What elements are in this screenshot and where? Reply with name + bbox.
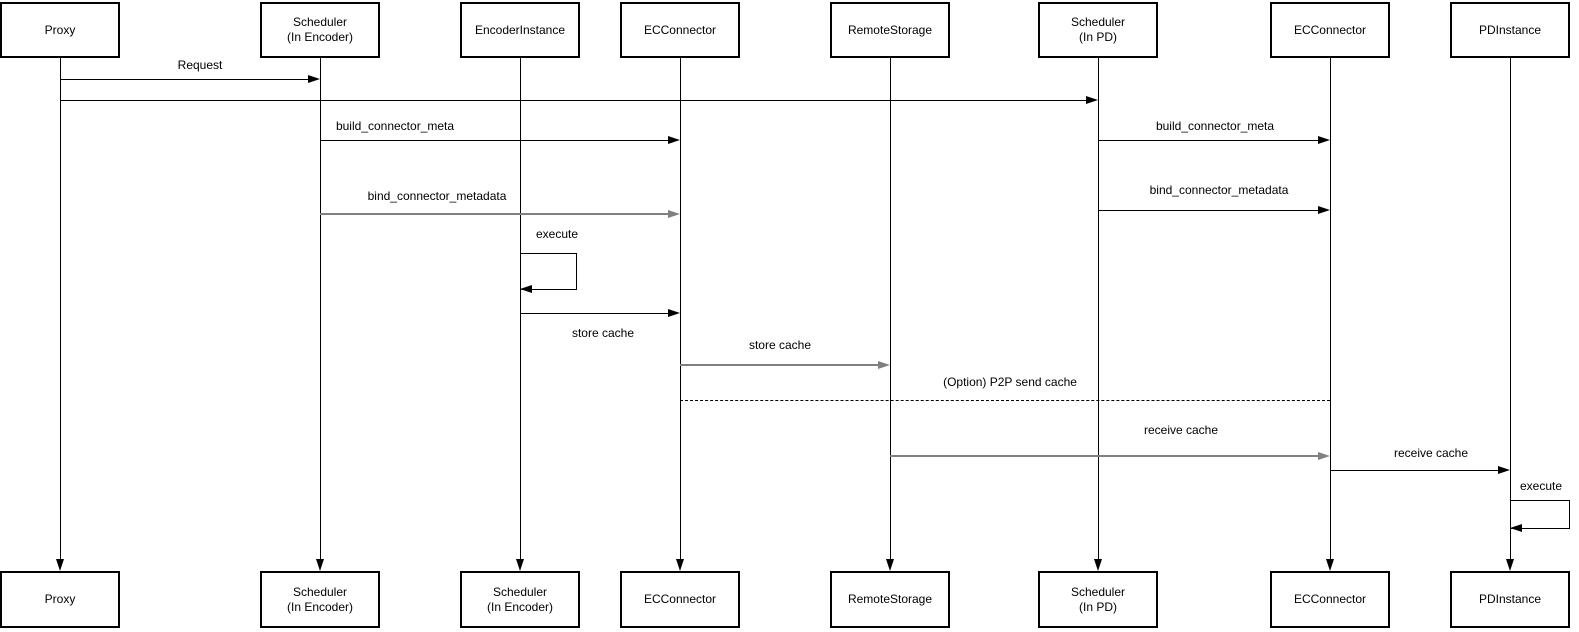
participant-bottom-proxy: Proxy <box>0 571 120 628</box>
participant-bottom-remote-storage: RemoteStorage <box>830 571 950 628</box>
message-arrowhead-encoder-store-cache <box>668 309 680 317</box>
message-label-receive-cache-pd: receive cache <box>1392 446 1470 460</box>
participant-bottom-ecconnector-encoder: ECConnector <box>620 571 740 628</box>
lifeline-pd-instance <box>1510 58 1511 559</box>
participant-top-ecconnector-encoder: ECConnector <box>620 2 740 58</box>
message-line-receive-cache-pd <box>1330 470 1500 471</box>
message-line-request <box>60 79 310 80</box>
self-message-loop-execute-encoder <box>520 253 577 290</box>
lifeline-arrow-proxy <box>56 559 64 571</box>
message-label-bind-connector-metadata-pd: bind_connector_metadata <box>1148 183 1290 197</box>
message-arrowhead-build-connector-meta-encoder <box>668 136 680 144</box>
participant-top-proxy: Proxy <box>0 2 120 58</box>
message-label-store-cache-remote: store cache <box>747 338 813 352</box>
self-message-loop-execute-pd <box>1510 500 1570 529</box>
lifeline-encoder-instance <box>520 58 521 559</box>
message-label-encoder-store-cache: store cache <box>570 326 636 340</box>
message-line-p2p-send-cache <box>680 400 1330 401</box>
lifeline-ecconnector-pd <box>1330 58 1331 559</box>
lifeline-arrow-encoder-instance <box>516 559 524 571</box>
lifeline-arrow-ecconnector-pd <box>1326 559 1334 571</box>
self-message-arrowhead-execute-pd <box>1510 524 1522 532</box>
message-arrowhead-request <box>308 75 320 83</box>
participant-bottom-scheduler-encoder: Scheduler (In Encoder) <box>260 571 380 628</box>
participant-bottom-scheduler-pd: Scheduler (In PD) <box>1038 571 1158 628</box>
participant-bottom-encoder-instance: Scheduler (In Encoder) <box>460 571 580 628</box>
message-label-request: Request <box>176 58 224 72</box>
message-arrowhead-build-connector-meta-pd <box>1318 136 1330 144</box>
lifeline-arrow-scheduler-pd <box>1094 559 1102 571</box>
message-line-receive-cache-remote <box>890 455 1320 457</box>
participant-bottom-ecconnector-pd: ECConnector <box>1270 571 1390 628</box>
self-message-label-execute-pd: execute <box>1518 479 1564 493</box>
message-label-p2p-send-cache: (Option) P2P send cache <box>942 375 1078 389</box>
message-label-build-connector-meta-encoder: build_connector_meta <box>334 119 456 133</box>
participant-top-pd-instance: PDInstance <box>1450 2 1570 58</box>
message-arrowhead-proxy-to-scheduler-pd <box>1086 96 1098 104</box>
message-arrowhead-receive-cache-pd <box>1498 466 1510 474</box>
participant-top-ecconnector-pd: ECConnector <box>1270 2 1390 58</box>
message-line-bind-connector-metadata-pd <box>1098 210 1320 211</box>
participant-top-encoder-instance: EncoderInstance <box>460 2 580 58</box>
message-arrowhead-receive-cache-remote <box>1318 452 1330 460</box>
message-line-encoder-store-cache <box>520 313 670 314</box>
message-label-receive-cache-remote: receive cache <box>1142 423 1220 437</box>
lifeline-arrow-scheduler-encoder <box>316 559 324 571</box>
lifeline-arrow-pd-instance <box>1506 559 1514 571</box>
lifeline-arrow-ecconnector-encoder <box>676 559 684 571</box>
message-line-build-connector-meta-pd <box>1098 140 1320 141</box>
message-line-bind-connector-metadata-encoder <box>320 213 670 215</box>
lifeline-scheduler-encoder <box>320 58 321 559</box>
message-label-build-connector-meta-pd: build_connector_meta <box>1154 119 1276 133</box>
message-line-proxy-to-scheduler-pd <box>60 100 1088 101</box>
participant-top-remote-storage: RemoteStorage <box>830 2 950 58</box>
participant-top-scheduler-encoder: Scheduler (In Encoder) <box>260 2 380 58</box>
lifeline-arrow-remote-storage <box>886 559 894 571</box>
message-line-store-cache-remote <box>680 364 880 366</box>
message-arrowhead-store-cache-remote <box>878 361 890 369</box>
participant-bottom-pd-instance: PDInstance <box>1450 571 1570 628</box>
lifeline-ecconnector-encoder <box>680 58 681 559</box>
lifeline-scheduler-pd <box>1098 58 1099 559</box>
message-label-bind-connector-metadata-encoder: bind_connector_metadata <box>366 189 508 203</box>
self-message-label-execute-encoder: execute <box>534 227 580 241</box>
lifeline-remote-storage <box>890 58 891 559</box>
self-message-arrowhead-execute-encoder <box>520 285 532 293</box>
message-arrowhead-bind-connector-metadata-encoder <box>668 210 680 218</box>
message-line-build-connector-meta-encoder <box>320 140 670 141</box>
lifeline-proxy <box>60 58 61 559</box>
message-arrowhead-bind-connector-metadata-pd <box>1318 206 1330 214</box>
participant-top-scheduler-pd: Scheduler (In PD) <box>1038 2 1158 58</box>
